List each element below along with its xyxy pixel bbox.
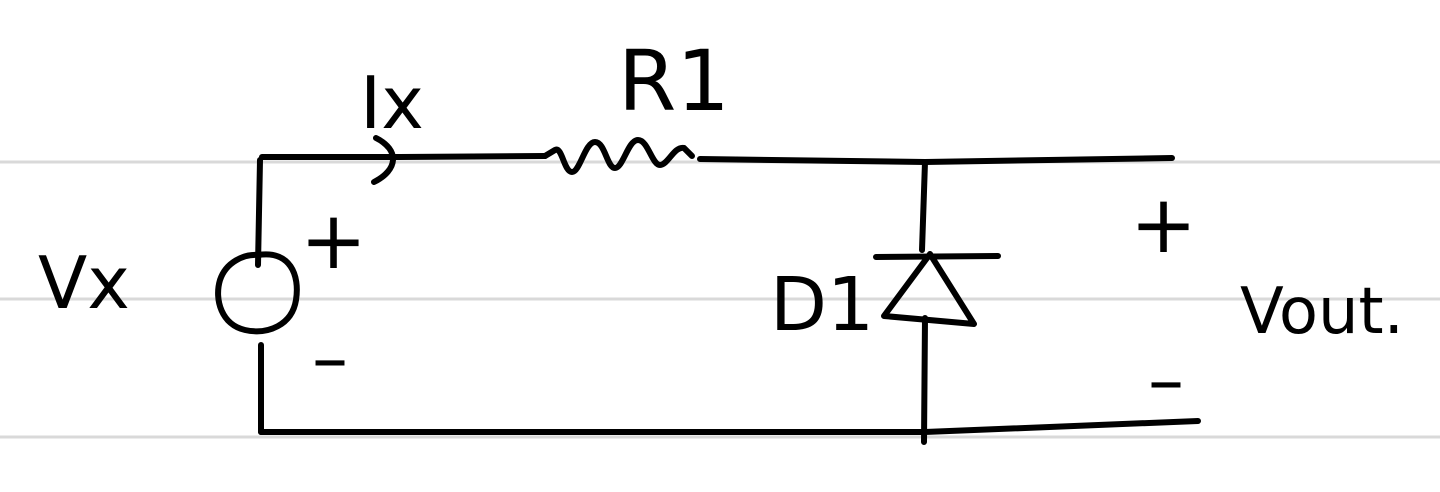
diode-wire-bottom [921, 315, 928, 445]
output-minus-label: – [1148, 338, 1184, 422]
output-plus-label: + [1130, 178, 1197, 271]
left-wire-top [255, 157, 263, 268]
current-label: Ix [360, 61, 424, 145]
diode-wire-top [919, 159, 928, 253]
top-wire-right [697, 155, 1175, 165]
diode-triangle [881, 251, 977, 327]
source-minus-label: – [312, 316, 348, 400]
resistor-symbol [542, 137, 695, 175]
voltage-source [215, 251, 300, 335]
voltage-source-circle [215, 251, 300, 335]
top-wire-left [259, 153, 548, 160]
diode-bar [873, 253, 1001, 260]
bottom-wire [258, 418, 1201, 435]
wires [255, 153, 1201, 445]
diode-label: D1 [770, 262, 874, 348]
source-plus-label: + [300, 194, 367, 287]
source-voltage-label: Vx [38, 241, 130, 325]
output-voltage-label: Vout. [1240, 275, 1404, 349]
current-arrow [371, 135, 396, 185]
diode-symbol [873, 251, 1001, 327]
resistor-label: R1 [618, 32, 730, 130]
